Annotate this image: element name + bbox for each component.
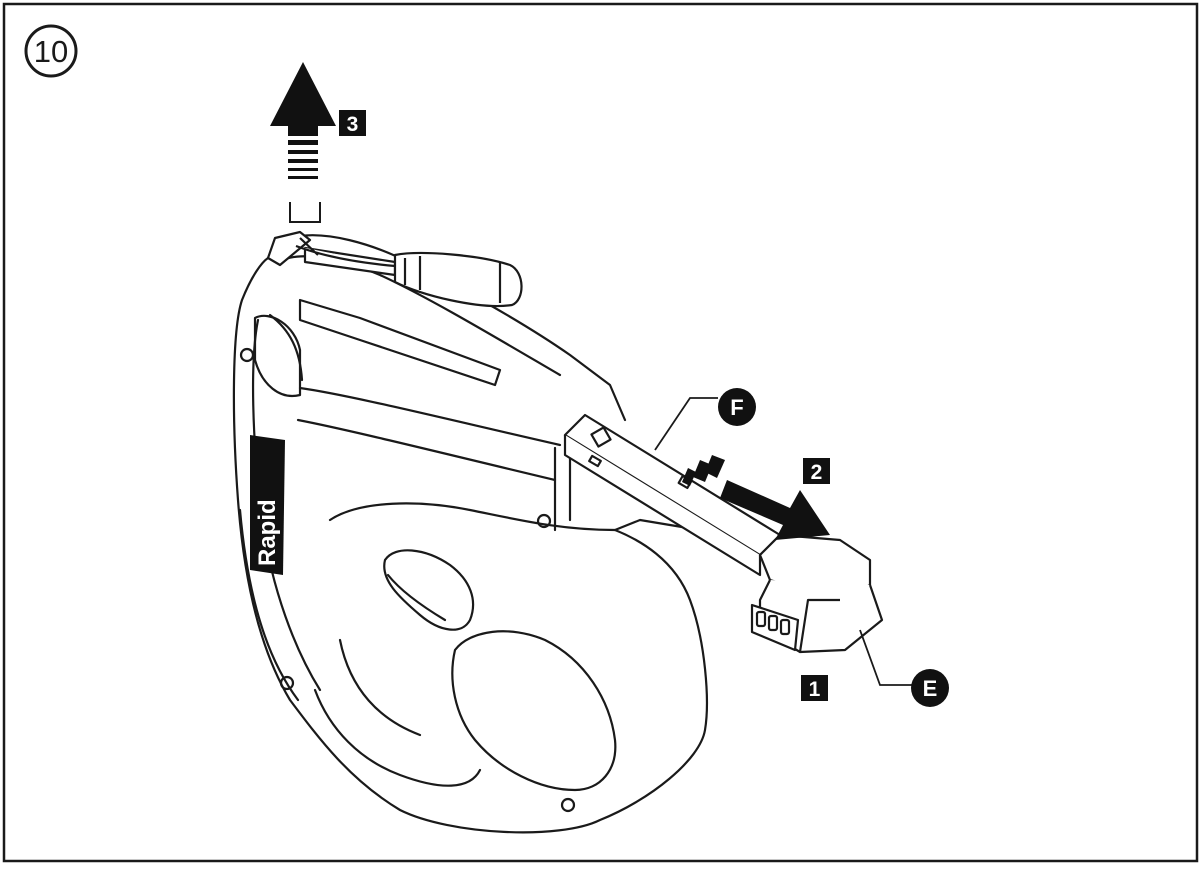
stapler-body xyxy=(232,234,762,834)
step-2-label: 2 xyxy=(811,461,823,484)
step-1-label: 1 xyxy=(809,678,821,701)
circled-number-icon xyxy=(24,24,78,78)
step-3-label: 3 xyxy=(347,113,359,136)
callout-f-label: F xyxy=(730,395,743,420)
step-number-badge: 10 xyxy=(24,24,78,78)
callout-e: E xyxy=(859,629,949,707)
callout-e-label: E xyxy=(923,676,938,701)
step-number: 10 xyxy=(34,34,68,69)
step-1-badge: 1 xyxy=(801,675,828,701)
screwdriver xyxy=(266,230,523,308)
arrow-right-icon xyxy=(682,455,830,540)
callout-f: F xyxy=(654,388,756,451)
step-2-badge: 2 xyxy=(803,458,830,484)
brand-logo: Rapid xyxy=(250,435,285,575)
staple-icon xyxy=(289,202,321,223)
brand-label: Rapid xyxy=(254,499,281,566)
end-cap xyxy=(750,533,884,654)
arrow-up-icon xyxy=(270,62,336,179)
step-3-badge: 3 xyxy=(339,110,366,136)
